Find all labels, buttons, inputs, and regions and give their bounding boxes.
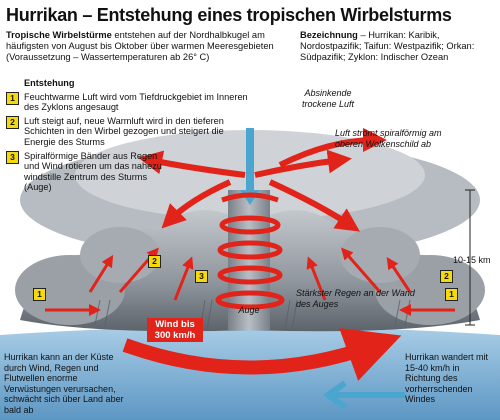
eye-label: Auge: [238, 305, 260, 315]
coast-impact-text: Hurrikan kann an der Küste durch Wind, R…: [4, 352, 124, 415]
wind-speed-line2: 300 km/h: [154, 330, 196, 341]
stage-text: Spiralförmige Bänder aus Regen und Wind …: [24, 150, 162, 193]
base-swirl-arrow: [122, 328, 402, 381]
stage-number: 3: [6, 150, 19, 164]
naming-term: Bezeichnung: [300, 30, 358, 40]
intro-term: Tropische Wirbelstürme: [6, 30, 112, 40]
intro-body: entstehen auf der Nordhalbkugel am häufi…: [6, 30, 274, 62]
sinking-air-label: Absinkende trockene Luft: [301, 88, 355, 109]
stage-number: 1: [6, 91, 19, 105]
movement-arrow: [322, 380, 405, 410]
stage-item: 1 Feuchtwarme Luft wird vom Tiefdruckgebi…: [4, 91, 254, 113]
intro-text: Tropische Wirbelstürme entstehen auf der…: [6, 30, 296, 63]
spiral-air-label: Luft strömt spiralförmig am oberen Wolke…: [335, 128, 442, 149]
stage-item: 3 Spiralförmige Bänder aus Regen und Wind…: [4, 150, 164, 193]
page-title: Hurrikan – Entstehung eines tropischen W…: [6, 5, 452, 25]
spiral-bands: [215, 192, 285, 310]
outflow-arrows: [138, 128, 387, 232]
height-scale: [465, 189, 475, 326]
movement-text: Hurrikan wandert mit 15-40 km/h in Richt…: [405, 352, 489, 404]
wind-speed-box: Wind bis 300 km/h: [147, 318, 203, 342]
stage-item: 2 Luft steigt auf, neue Warmluft wird in …: [4, 115, 254, 148]
wind-speed-line1: Wind bis: [155, 319, 195, 330]
marker-2-right: 2: [440, 270, 453, 283]
stage-text: Feuchtwarme Luft wird vom Tiefdruckgebie…: [24, 91, 248, 113]
stage-text: Luft steigt auf, neue Warmluft wird in d…: [24, 115, 224, 147]
marker-1: 1: [33, 288, 46, 301]
height-label: 10-15 km: [453, 255, 491, 265]
rain-label: Stärkster Regen an der Wand des Auges: [296, 288, 415, 309]
naming-body: – Hurrikan: Karibik, Nordostpazifik; Tai…: [300, 30, 475, 62]
naming-text: Bezeichnung – Hurrikan: Karibik, Nordost…: [300, 30, 496, 63]
stage-number: 2: [6, 115, 19, 129]
marker-2: 2: [148, 255, 161, 268]
stages-list: Entstehung 1 Feuchtwarme Luft wird vom Ti…: [4, 78, 254, 196]
marker-1-right: 1: [445, 288, 458, 301]
marker-3: 3: [195, 270, 208, 283]
stages-heading: Entstehung: [24, 78, 75, 88]
